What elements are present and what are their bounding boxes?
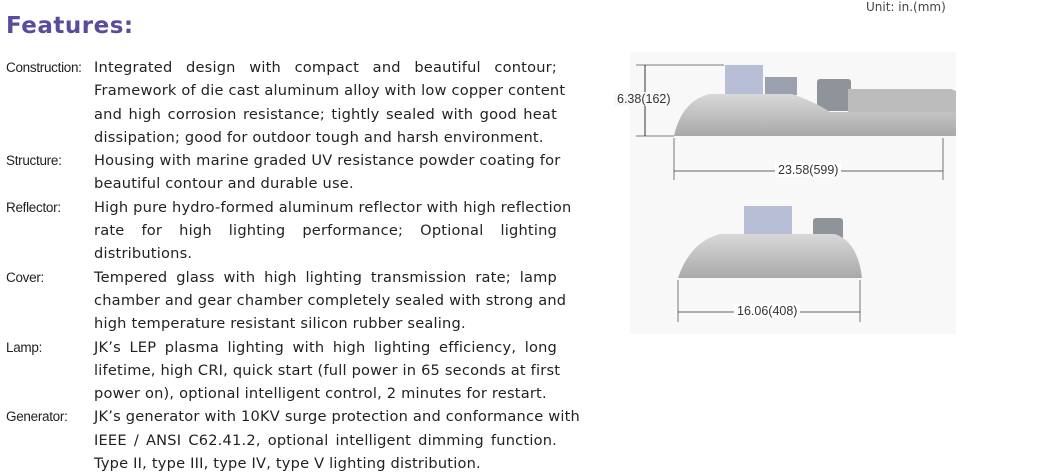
feature-label: Reflector: bbox=[6, 199, 61, 215]
feature-label: Generator: bbox=[6, 409, 68, 425]
feature-description: JK’s generator with 10KV surge protectio… bbox=[94, 405, 581, 475]
feature-label: Cover: bbox=[6, 269, 44, 285]
description-line: High pure hydro-formed aluminum reflecto… bbox=[94, 198, 572, 216]
feature-description: Integrated design with compact and beaut… bbox=[94, 56, 566, 149]
description-line: IEEE / ANSI C62.41.2, optional intellige… bbox=[94, 431, 557, 449]
feature-label: Construction: bbox=[6, 60, 82, 75]
front-view bbox=[677, 206, 862, 322]
description-line: dissipation; good for outdoor tough and … bbox=[94, 128, 544, 146]
description-line: Integrated design with compact and beaut… bbox=[94, 59, 557, 76]
description-line: lifetime, high CRI, quick start (full po… bbox=[94, 361, 561, 379]
description-line: and high corrosion resistance; tightly s… bbox=[94, 105, 557, 123]
width-dimension: 16.06(408) bbox=[734, 304, 801, 318]
description-line: Type II, type III, type IV, type V light… bbox=[94, 455, 481, 473]
feature-description: Tempered glass with high lighting transm… bbox=[94, 266, 567, 336]
description-line: JK’s LEP plasma lighting with high light… bbox=[94, 338, 557, 356]
description-line: distributions. bbox=[94, 245, 193, 263]
luminaire-drawing bbox=[636, 64, 965, 322]
feature-label: Lamp: bbox=[6, 339, 43, 355]
product-dimension-drawing: 6.38(162) 23.58(599) 16.06(408) bbox=[614, 52, 965, 334]
feature-item: Lamp: JK’s LEP plasma lighting with high … bbox=[6, 336, 566, 406]
description-line: chamber and gear chamber completely seal… bbox=[94, 291, 567, 309]
description-line: high temperature resistant silicon rubbe… bbox=[94, 315, 466, 333]
description-line: Housing with marine graded UV resistance… bbox=[94, 152, 561, 170]
feature-description: JK’s LEP plasma lighting with high light… bbox=[94, 336, 561, 406]
feature-item: Structure: Housing with marine graded UV … bbox=[6, 149, 566, 196]
description-line: power on), optional intelligent control,… bbox=[94, 385, 547, 403]
description-line: JK’s generator with 10KV surge protectio… bbox=[94, 408, 581, 426]
description-line: Framework of die cast aluminum alloy wit… bbox=[94, 82, 566, 100]
feature-item: Reflector: High pure hydro-formed aluminu… bbox=[6, 196, 572, 266]
feature-item: Generator: JK’s generator with 10KV surge… bbox=[6, 405, 581, 475]
feature-item: Construction: Integrated design with comp… bbox=[6, 56, 566, 149]
feature-label: Structure: bbox=[6, 153, 62, 169]
unit-note: Unit: in.(mm) bbox=[866, 0, 946, 14]
side-view bbox=[636, 64, 965, 180]
features-list: Construction: Integrated design with comp… bbox=[6, 56, 581, 475]
description-line: Tempered glass with high lighting transm… bbox=[94, 268, 557, 286]
feature-description: High pure hydro-formed aluminum reflecto… bbox=[94, 196, 572, 266]
description-line: beautiful contour and durable use. bbox=[94, 175, 354, 193]
description-line: rate for high lighting performance; Opti… bbox=[94, 222, 557, 240]
length-dimension: 23.58(599) bbox=[775, 163, 842, 177]
feature-description: Housing with marine graded UV resistance… bbox=[94, 149, 561, 196]
section-title: Features: bbox=[6, 13, 134, 39]
height-dimension: 6.38(162) bbox=[614, 92, 674, 106]
feature-item: Cover: Tempered glass with high lighting … bbox=[6, 266, 566, 336]
